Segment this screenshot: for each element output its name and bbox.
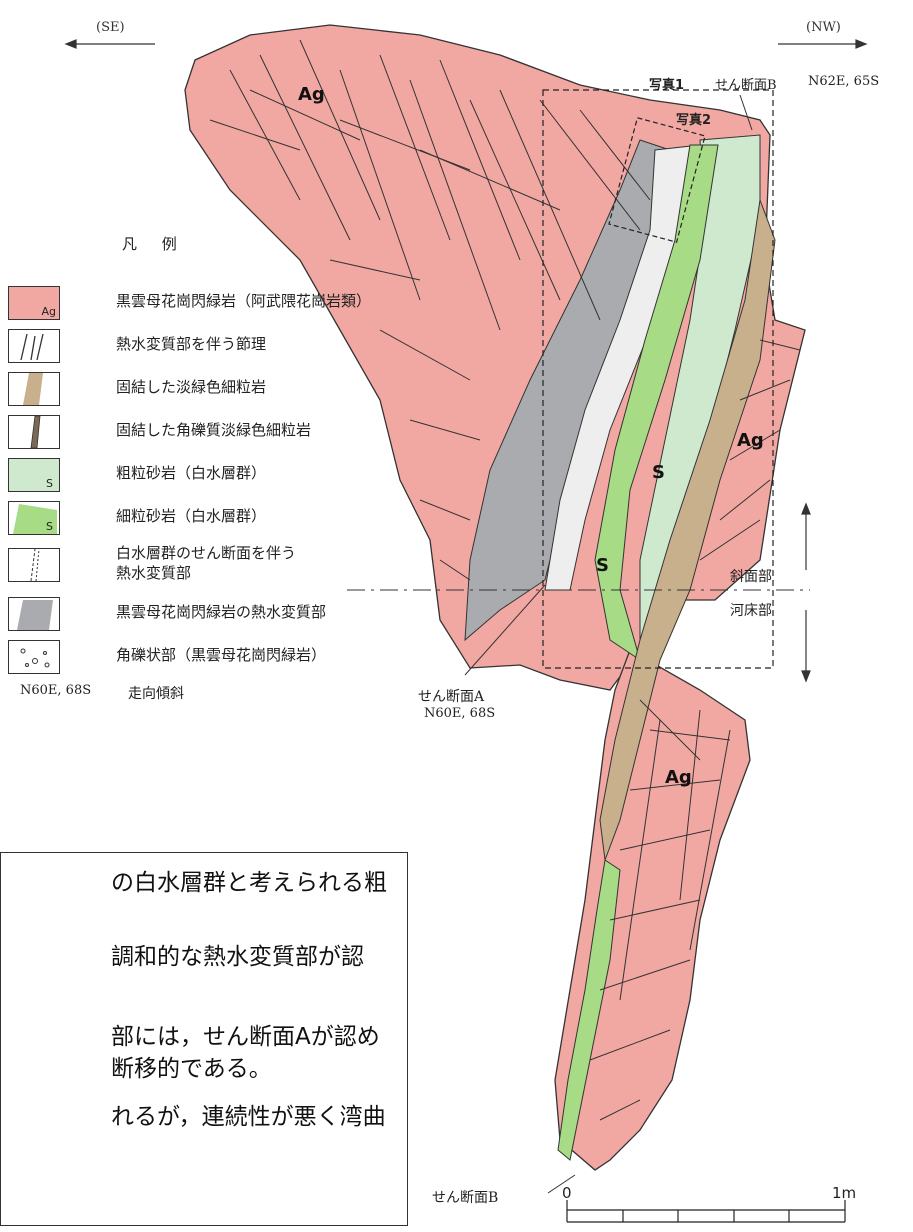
note-line-5: れるが，連続性が悪く湾曲 [111, 1104, 386, 1130]
legend-item-consolidated-breccia: 固結した角礫質淡緑色細粒岩 [8, 415, 428, 451]
riverbed-label: 河床部 [730, 603, 772, 619]
rock-label-ag-2: Ag [737, 430, 764, 451]
legend-swatch-granodiorite-altered [8, 597, 60, 631]
legend-label: 固結した淡緑色細粒岩 [116, 378, 267, 396]
notes-box: の白水層群と考えられる粗 調和的な熱水変質部が認 部には，せん断面Aが認め 断移… [0, 852, 408, 1226]
legend-label: 細粒砂岩（白水層群） [116, 507, 267, 525]
rock-label-s-1: S [652, 462, 665, 483]
note-line-1: の白水層群と考えられる粗 [111, 870, 387, 896]
scale-zero: 0 [562, 1184, 572, 1202]
legend-item-granodiorite-altered: 黒雲母花崗閃緑岩の熱水変質部 [8, 597, 428, 633]
legend-label: 角礫状部（黒雲母花崗閃緑岩） [116, 646, 327, 664]
legend-item-consolidated-fine: 固結した淡緑色細粒岩 [8, 372, 428, 408]
legend-title: 凡 例 [122, 235, 187, 253]
legend-item-shear-altered: 白水層群のせん断面を伴う 熱水変質部 [8, 544, 428, 588]
photo2-label: 写真2 [676, 113, 712, 128]
fault-b-top-label: せん断面B [715, 78, 777, 93]
direction-se: (SE) [96, 20, 125, 35]
direction-nw: (NW) [806, 20, 841, 35]
legend-label: 固結した角礫質淡緑色細粒岩 [116, 421, 312, 439]
photo1-frame [542, 89, 774, 669]
slope-riverbed-arrows [801, 502, 811, 683]
legend-swatch-consolidated-fine [8, 372, 60, 406]
photo1-label: 写真1 [649, 78, 685, 93]
legend-swatch-granodiorite: Ag [8, 286, 60, 320]
legend-attitude-label: 走向傾斜 [128, 686, 184, 702]
legend-attitude-example: N60E, 68S [20, 683, 92, 698]
se-arrow [64, 39, 155, 49]
note-line-3: 部には，せん断面Aが認め [111, 1024, 380, 1050]
legend-swatch-ag-text: Ag [41, 305, 56, 318]
nw-arrow [778, 39, 868, 49]
legend-swatch-s-text: S [46, 477, 53, 490]
legend-swatch-joint [8, 329, 60, 363]
legend-item-granodiorite: Ag 黒雲母花崗閃緑岩（阿武隈花崗岩類） [8, 286, 428, 322]
note-line-2: 調和的な熱水変質部が認 [111, 944, 364, 970]
legend-item-fine-sandstone: S 細粒砂岩（白水層群） [8, 501, 428, 537]
legend-label: 粗粒砂岩（白水層群） [116, 464, 267, 482]
legend-label: 熱水変質部を伴う節理 [116, 335, 267, 353]
legend-swatch-consolidated-breccia [8, 415, 60, 449]
photo2-frame [608, 117, 706, 243]
note-line-4: 断移的である。 [111, 1056, 272, 1082]
legend-item-breccia: 角礫状部（黒雲母花崗閃緑岩） [8, 640, 428, 676]
scale-bar [566, 1200, 846, 1223]
legend-label: 黒雲母花崗閃緑岩（阿武隈花崗岩類） [116, 292, 372, 310]
legend-swatch-shear-altered [8, 548, 60, 582]
rock-label-s-2: S [596, 555, 609, 576]
granite-lower [554, 649, 751, 1171]
legend-label: 黒雲母花崗閃緑岩の熱水変質部 [116, 603, 327, 621]
leader-lines [464, 94, 753, 1194]
fault-a-label: せん断面A [418, 689, 485, 705]
fine-sandstone-lower [557, 859, 621, 1161]
legend-swatch-fine-sandstone: S [8, 501, 60, 535]
legend-swatch-s-text: S [46, 520, 53, 533]
rock-label-ag-3: Ag [665, 767, 692, 788]
fault-a-attitude: N60E, 68S [424, 706, 496, 721]
legend-label: 白水層群のせん断面を伴う [116, 544, 297, 562]
consolidated-fine-zone [599, 198, 776, 861]
legend-swatch-breccia [8, 640, 60, 674]
legend-label-line2: 熱水変質部 [116, 564, 192, 582]
legend-item-joint: 熱水変質部を伴う節理 [8, 329, 428, 365]
legend-swatch-coarse-sandstone: S [8, 458, 60, 492]
rock-label-ag-1: Ag [298, 84, 325, 105]
scale-one: 1m [832, 1184, 857, 1202]
legend-item-coarse-sandstone: S 粗粒砂岩（白水層群） [8, 458, 428, 494]
fault-b-top-attitude: N62E, 65S [808, 74, 880, 89]
joint-lines [209, 39, 801, 1121]
fault-b-bottom-label: せん断面B [432, 1190, 499, 1206]
slope-label: 斜面部 [730, 569, 772, 585]
